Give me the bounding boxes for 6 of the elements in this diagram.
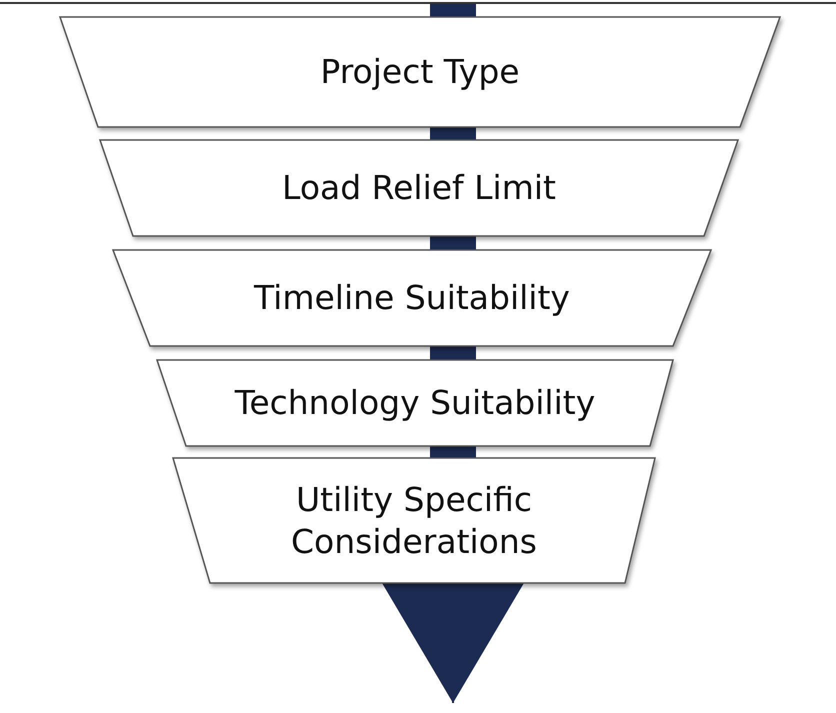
stage-label: Project Type — [320, 52, 520, 91]
stage-label: Technology Suitability — [234, 383, 596, 422]
arrow — [382, 583, 524, 703]
stage-label: Load Relief Limit — [282, 168, 556, 207]
stage-label: Utility Specific Considerations — [291, 480, 537, 560]
stage-label: Timeline Suitability — [254, 278, 570, 317]
